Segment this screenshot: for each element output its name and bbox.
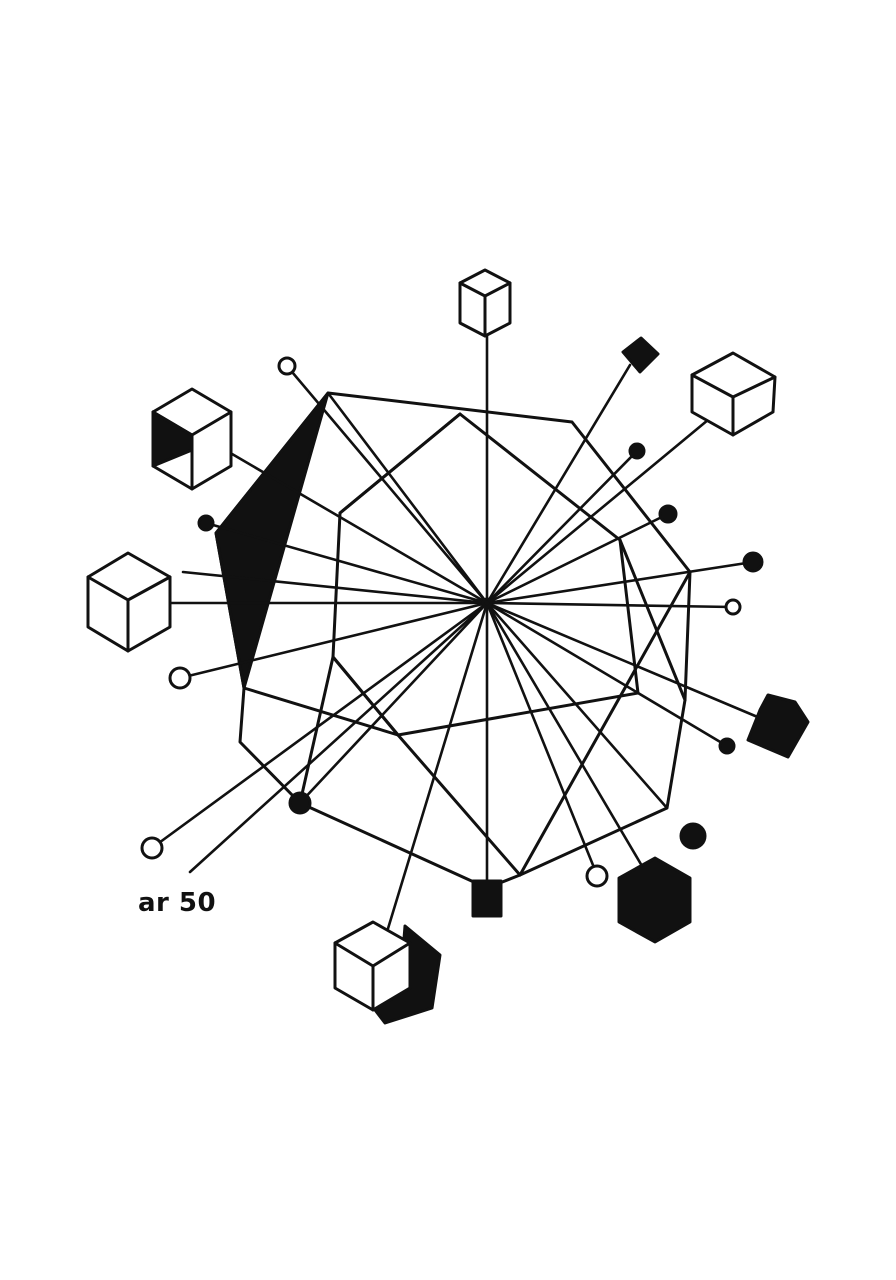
cube-left xyxy=(86,551,172,653)
hub-node xyxy=(481,597,493,609)
hollow-node xyxy=(168,666,192,690)
caption-label: ar 50 xyxy=(138,888,217,918)
cube-upper-left xyxy=(151,387,233,491)
hollow-node xyxy=(585,864,609,888)
filled-node xyxy=(197,514,215,532)
filled-hexagon-node xyxy=(617,856,692,944)
filled-node xyxy=(718,737,736,755)
cube-bottom xyxy=(333,920,442,1025)
filled-pentagon-node xyxy=(746,693,810,759)
filled-node xyxy=(288,791,312,815)
filled-node xyxy=(679,822,707,850)
internal-edges xyxy=(242,412,692,877)
hollow-node xyxy=(140,836,164,860)
spokes xyxy=(150,333,762,947)
filled-node xyxy=(742,551,764,573)
end-nodes xyxy=(140,356,764,888)
filled-node xyxy=(628,442,646,460)
hollow-node xyxy=(724,598,742,616)
filled-square-node xyxy=(471,879,503,918)
cube-top xyxy=(458,268,512,338)
cube-upper-right xyxy=(690,351,777,437)
filled-node xyxy=(658,504,678,524)
filled-diamond-node xyxy=(621,336,660,374)
hollow-node xyxy=(277,356,297,376)
